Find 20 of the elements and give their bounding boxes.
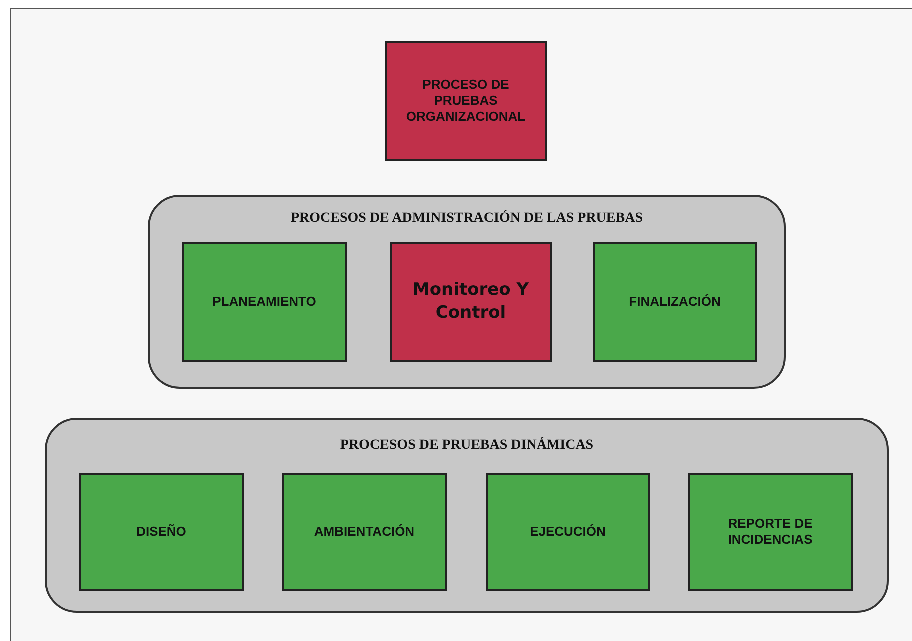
group-panel bbox=[45, 418, 889, 613]
process-box bbox=[593, 242, 757, 362]
group-heading: PROCESOS DE ADMINISTRACIÓN DE LAS PRUEBAS bbox=[290, 211, 644, 227]
process-box bbox=[182, 242, 347, 362]
process-label: PLANEAMIENTO bbox=[212, 294, 318, 310]
process-label: FINALIZACIÓN bbox=[628, 294, 722, 310]
process-box bbox=[282, 473, 447, 591]
process-label: REPORTE DE INCIDENCIAS bbox=[727, 516, 814, 548]
process-label: DISEÑO bbox=[136, 524, 188, 540]
group-heading: PROCESOS DE PRUEBAS DINÁMICAS bbox=[339, 438, 595, 454]
process-box bbox=[79, 473, 244, 591]
process-label: AMBIENTACIÓN bbox=[313, 524, 416, 540]
process-label: PROCESO DE PRUEBAS ORGANIZACIONAL bbox=[405, 76, 527, 126]
process-label: Monitoreo Y Control bbox=[412, 279, 530, 325]
group-panel bbox=[148, 195, 786, 389]
process-box bbox=[688, 473, 853, 591]
process-box bbox=[486, 473, 650, 591]
process-box bbox=[385, 41, 547, 161]
process-label: EJECUCIÓN bbox=[529, 524, 607, 540]
process-box bbox=[390, 242, 552, 362]
